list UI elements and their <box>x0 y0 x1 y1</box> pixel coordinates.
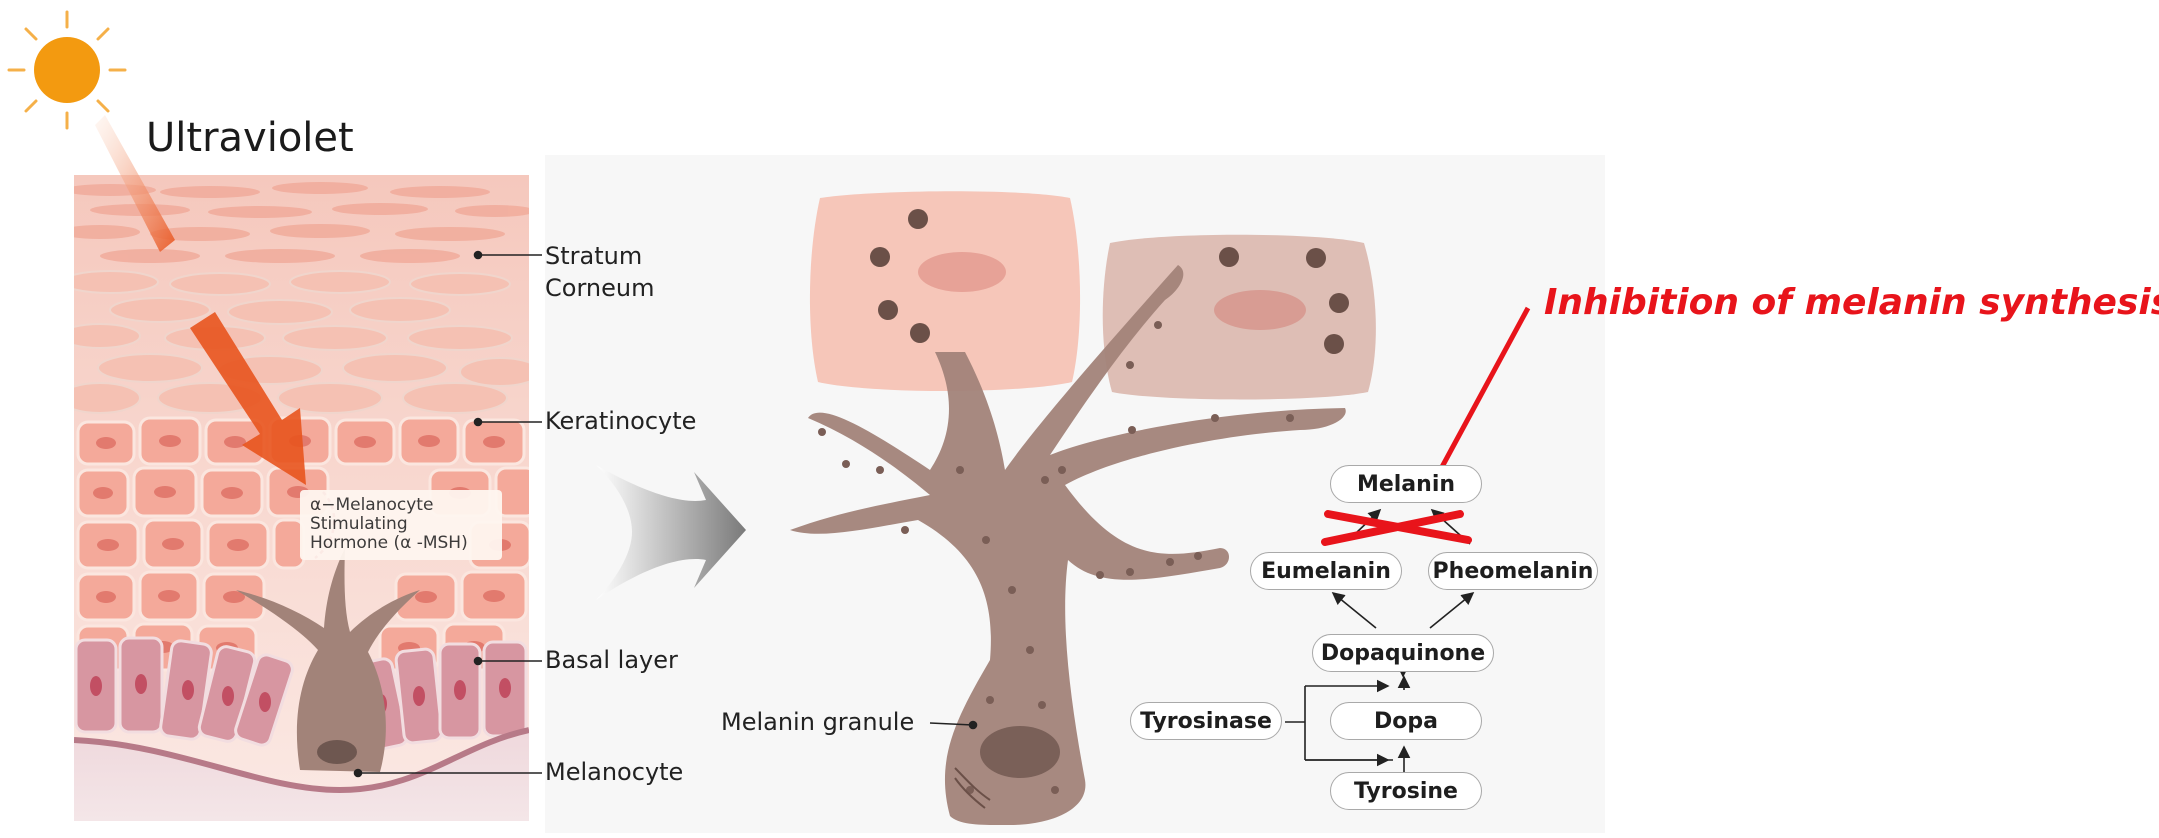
label-basal-layer: Basal layer <box>545 644 678 676</box>
label-inhibition: Inhibition of melanin synthesis <box>1544 282 2159 323</box>
label-msh: α−Melanocyte Stimulating Hormone (α -MSH… <box>300 490 502 560</box>
pathway-eumelanin: Eumelanin <box>1250 552 1402 590</box>
label-melanin-granule: Melanin granule <box>721 706 914 738</box>
pathway-pheomelanin: Pheomelanin <box>1428 552 1598 590</box>
label-keratinocyte: Keratinocyte <box>545 405 696 437</box>
pathway-dopa: Dopa <box>1330 702 1482 740</box>
label-stratum-corneum: Stratum Corneum <box>545 240 654 305</box>
label-ultraviolet: Ultraviolet <box>146 111 354 165</box>
pathway-dopaquinone: Dopaquinone <box>1312 634 1494 672</box>
pathway-tyrosine: Tyrosine <box>1330 772 1482 810</box>
pathway-melanin: Melanin <box>1330 465 1482 503</box>
pathway-tyrosinase: Tyrosinase <box>1130 702 1282 740</box>
sun-icon <box>9 12 125 128</box>
label-melanocyte: Melanocyte <box>545 756 683 788</box>
